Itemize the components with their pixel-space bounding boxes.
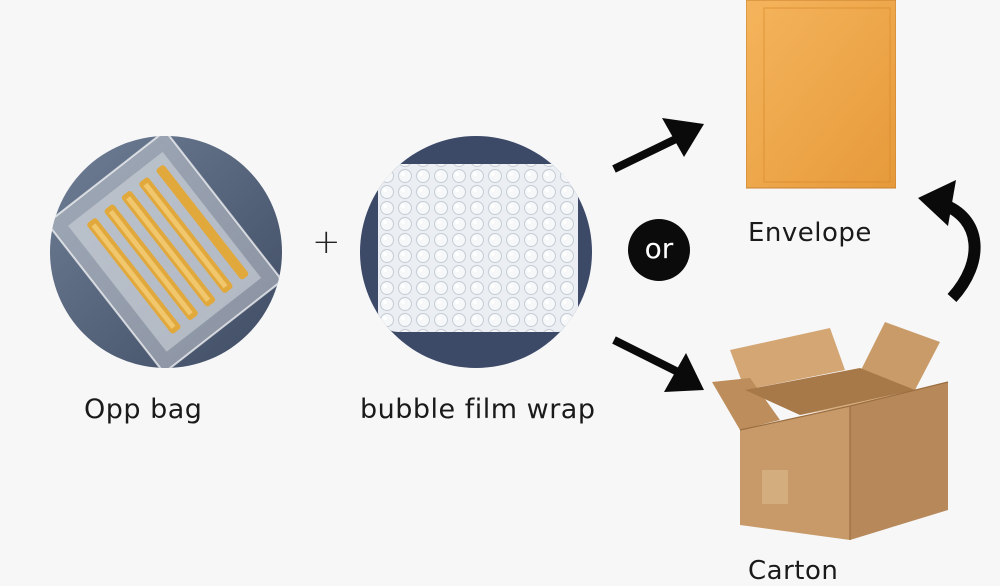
arrow-down-right-icon [612,336,704,392]
envelope-image [745,0,897,194]
opp-bag-label: Opp bag [84,394,203,425]
opp-bag-image [50,136,282,368]
arrow-up-right-icon [612,118,704,173]
carton-label: Carton [748,556,839,586]
or-badge: or [628,219,690,281]
plus-sign: + [312,222,341,262]
bubble-wrap-label: bubble film wrap [360,394,596,425]
bubble-wrap-image [360,136,592,368]
carton-image [710,320,955,549]
curved-arrow-icon [918,180,981,303]
envelope-label: Envelope [748,218,872,248]
